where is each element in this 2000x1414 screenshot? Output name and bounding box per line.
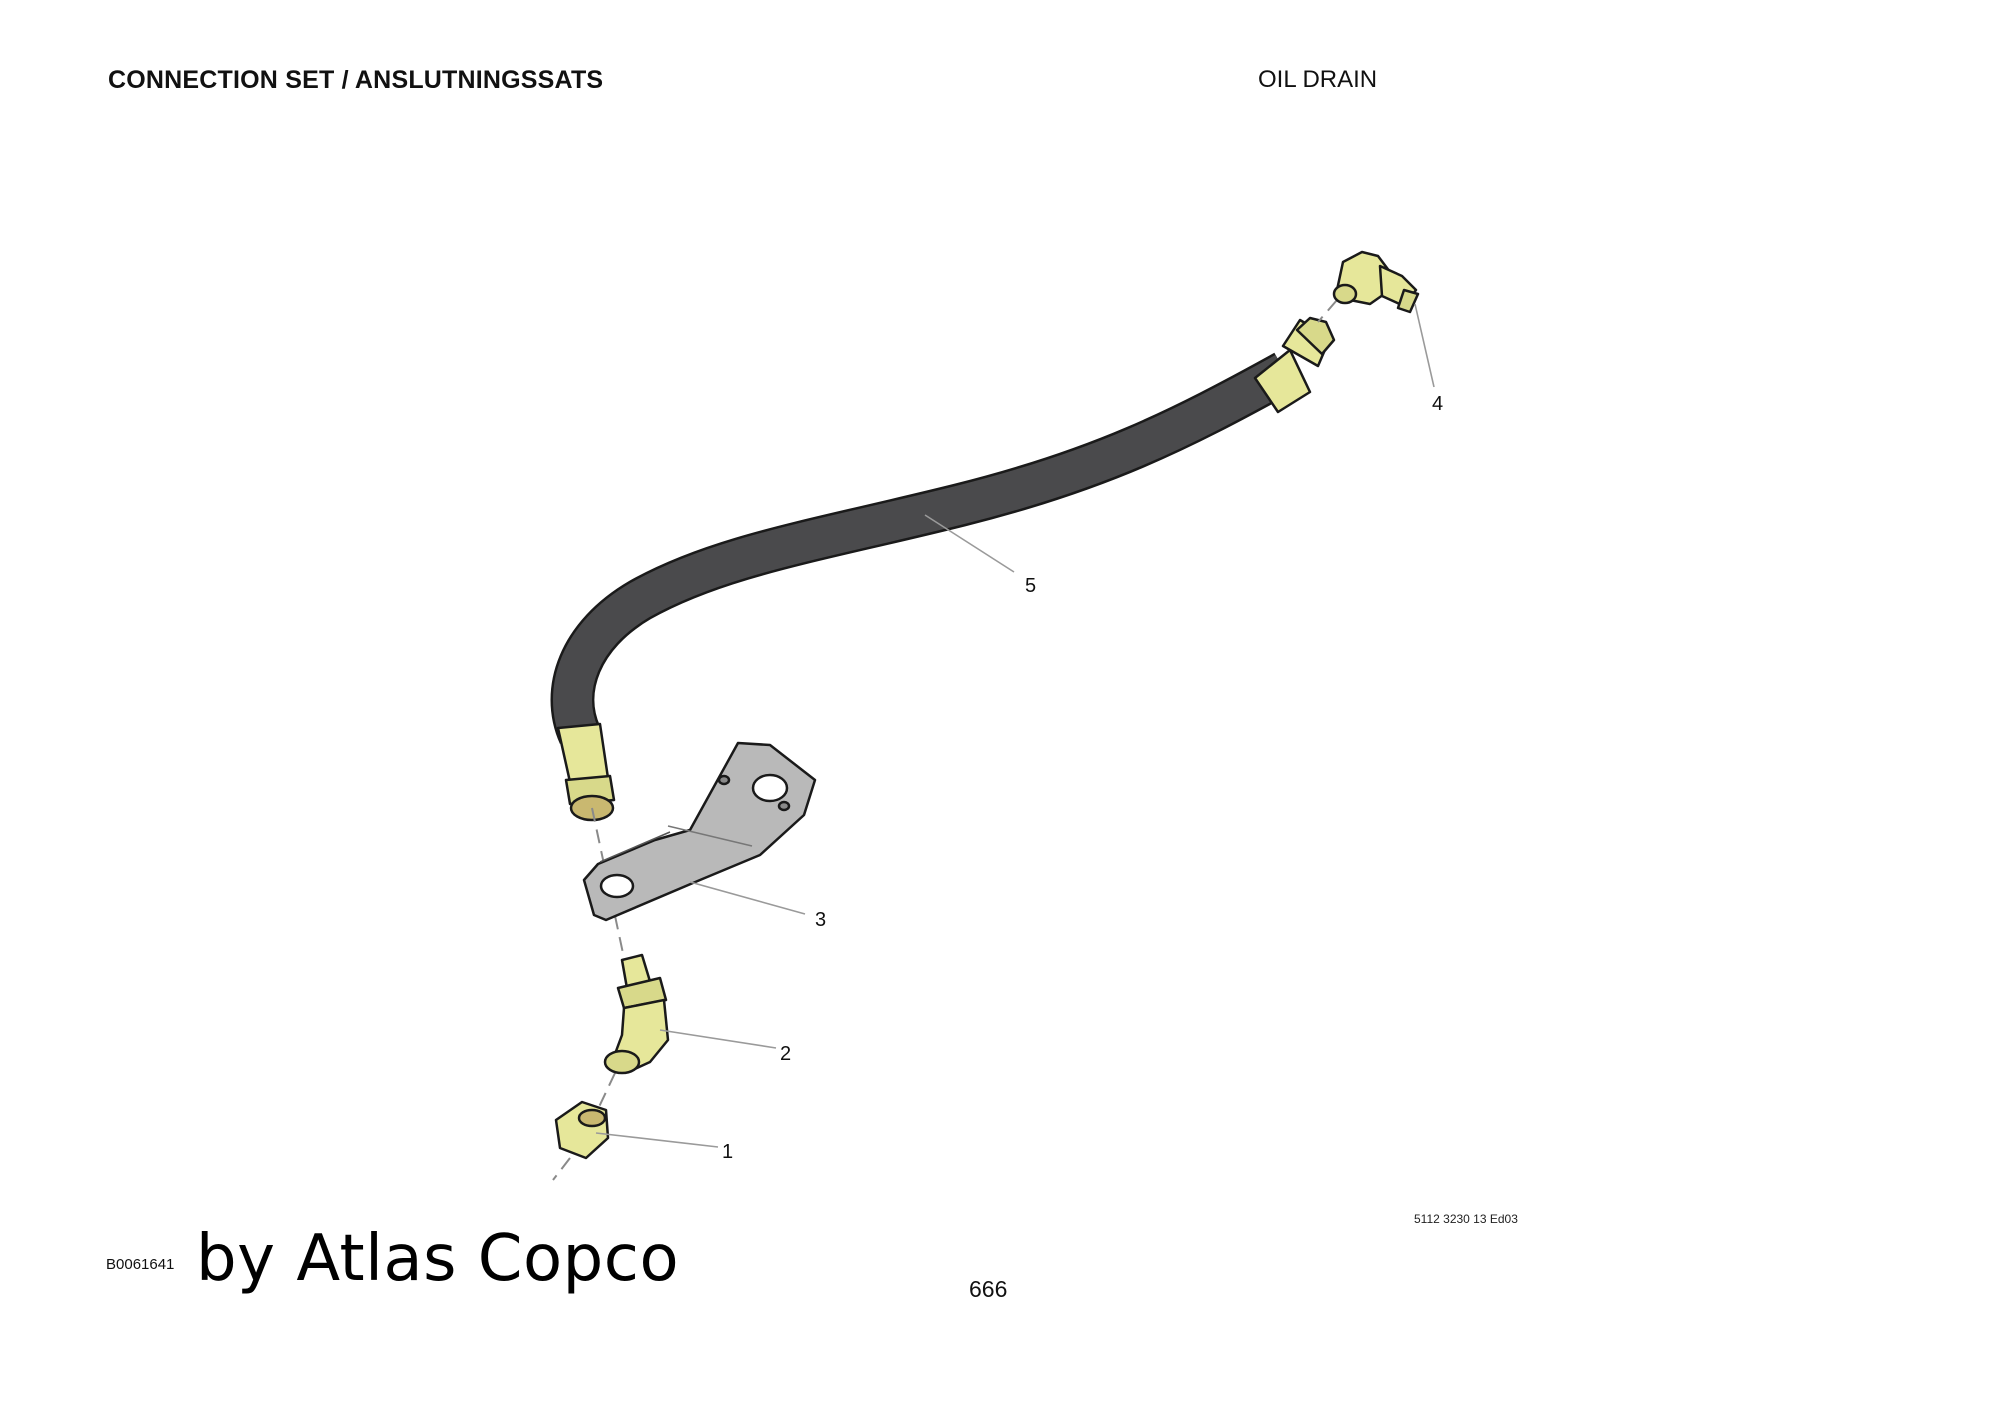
assembly-lines bbox=[552, 299, 1338, 1181]
elbow-fitting-part-2 bbox=[603, 953, 670, 1075]
callout-4: 4 bbox=[1432, 393, 1443, 415]
callout-5: 5 bbox=[1025, 575, 1036, 597]
leader-lines bbox=[595, 303, 1435, 1148]
document-reference: 5112 3230 13 Ed03 bbox=[1414, 1212, 1518, 1226]
nut-part-1 bbox=[554, 1100, 610, 1160]
callout-2: 2 bbox=[780, 1043, 791, 1065]
hose-end-fitting-upper bbox=[1253, 316, 1336, 414]
callout-3: 3 bbox=[815, 909, 826, 931]
hose-part-5 bbox=[550, 352, 1296, 744]
section-title: OIL DRAIN bbox=[1258, 66, 1378, 93]
page-number: 666 bbox=[969, 1276, 1008, 1302]
bracket-part-3 bbox=[582, 741, 817, 922]
elbow-fitting-part-4 bbox=[1332, 250, 1420, 314]
page-title: CONNECTION SET / ANSLUTNINGSSATS bbox=[108, 66, 604, 94]
hose-end-fitting-lower bbox=[556, 722, 616, 822]
figure-id: B0061641 bbox=[106, 1256, 175, 1273]
brand-watermark: by Atlas Copco bbox=[196, 1222, 680, 1296]
callout-1: 1 bbox=[722, 1141, 733, 1163]
